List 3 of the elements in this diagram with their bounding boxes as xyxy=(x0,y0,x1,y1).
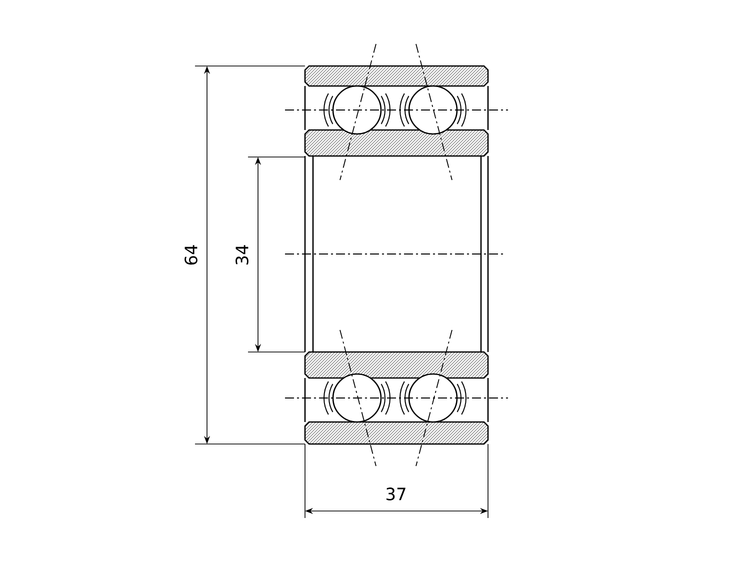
dimension-label: 34 xyxy=(236,245,248,264)
dimension-label: 37 xyxy=(386,488,406,500)
dimension-label: 64 xyxy=(184,245,198,265)
